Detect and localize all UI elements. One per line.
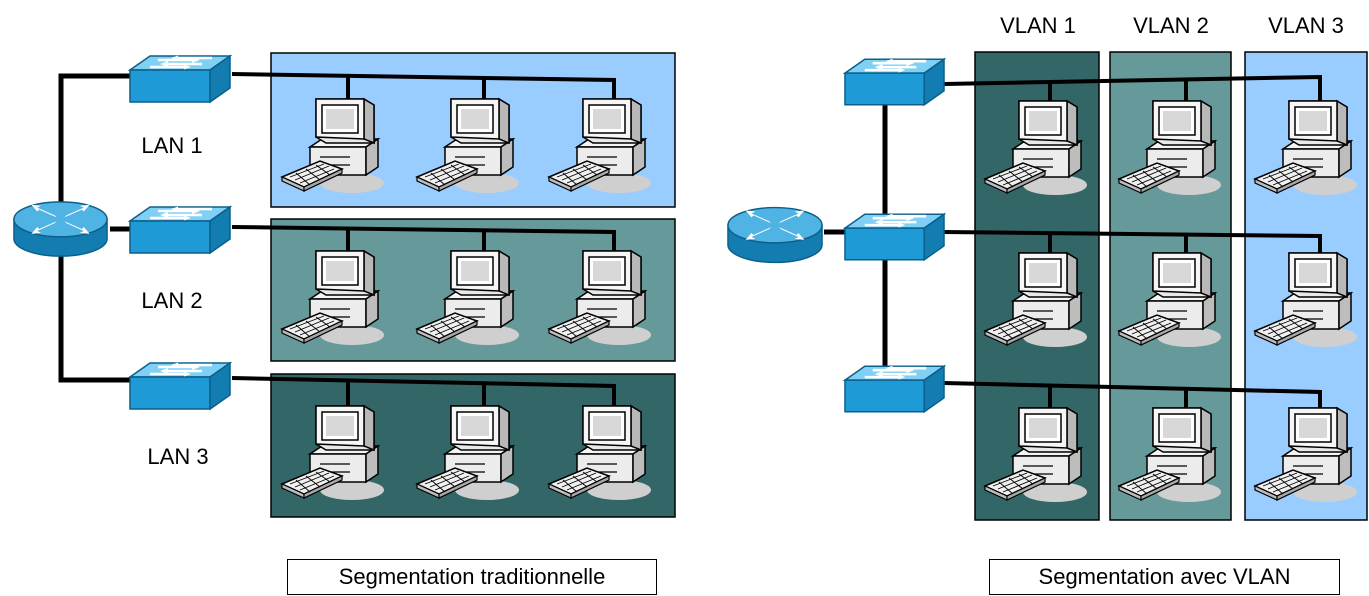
- lan-3-bus: [231, 376, 616, 408]
- row-1-bus: [943, 74, 1322, 102]
- vlan-caption: Segmentation avec VLAN: [989, 559, 1340, 595]
- switch-icon: [128, 205, 232, 255]
- vlan-2-label: VLAN 2: [1133, 13, 1209, 38]
- lan-2-bus: [231, 225, 616, 252]
- traditional-segmentation: LAN 1 LAN 2 LAN 3: [13, 52, 676, 518]
- switch-icon: [843, 364, 946, 414]
- router-icon: [13, 201, 108, 257]
- switch-icon: [128, 54, 232, 104]
- router-icon: [727, 206, 823, 264]
- lan-1-bus: [231, 72, 616, 100]
- switch-icon: [843, 57, 946, 107]
- vlan-segmentation: VLAN 1 VLAN 2 VLAN 3: [727, 13, 1368, 521]
- vlan-caption-text: Segmentation avec VLAN: [1038, 564, 1291, 589]
- vlan-3-label: VLAN 3: [1268, 13, 1344, 38]
- traditional-caption: Segmentation traditionnelle: [287, 559, 657, 595]
- traditional-caption-text: Segmentation traditionnelle: [338, 564, 606, 589]
- row-3-bus: [943, 381, 1322, 410]
- lan-3-label: LAN 3: [147, 444, 208, 469]
- switch-icon: [128, 361, 232, 411]
- row-2-bus: [943, 230, 1322, 255]
- switch-icon: [843, 212, 946, 262]
- lan-1-label: LAN 1: [141, 133, 202, 158]
- vlan-1-label: VLAN 1: [1000, 13, 1076, 38]
- lan-2-label: LAN 2: [141, 288, 202, 313]
